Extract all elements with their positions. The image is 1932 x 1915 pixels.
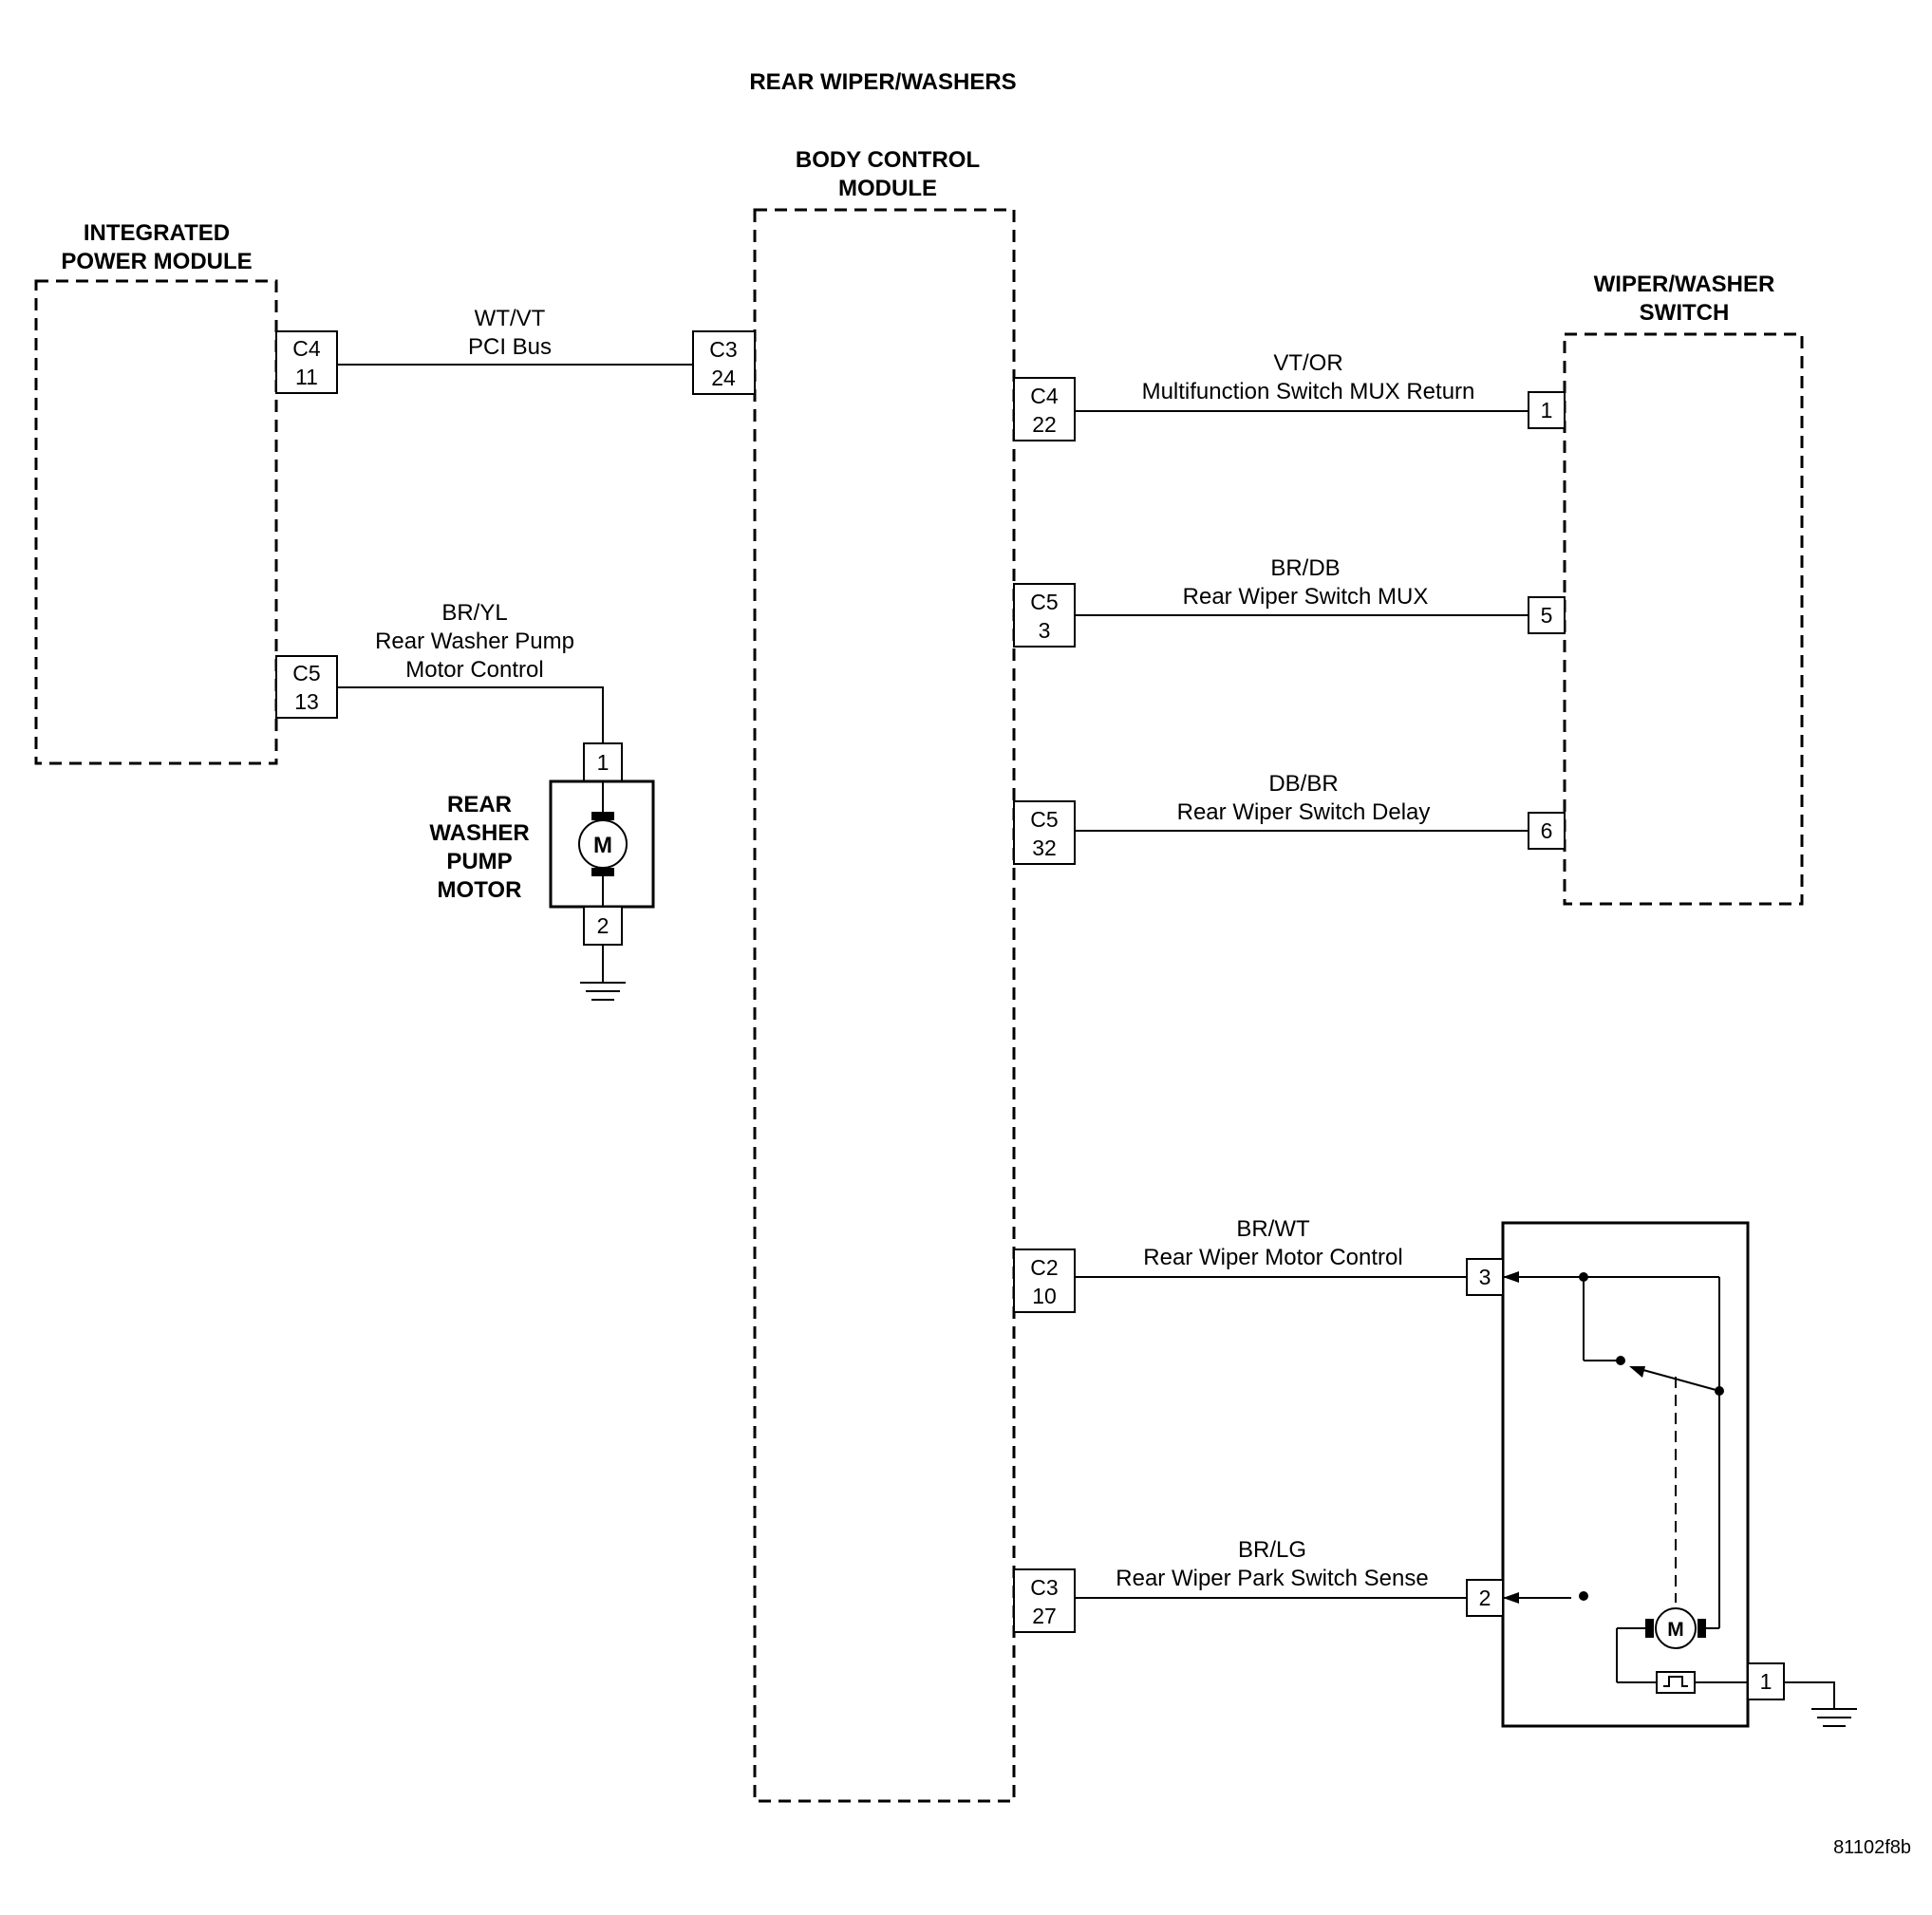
switch-pin-6 — [1528, 812, 1566, 850]
wire-color: BR/LG — [1238, 1537, 1306, 1563]
connector-pin: 24 — [711, 366, 736, 390]
ipm-title-line2: POWER MODULE — [61, 249, 252, 274]
connector-id: C5 — [1030, 590, 1058, 614]
switch-pin-1-label: 1 — [1541, 398, 1553, 422]
connector-id: C5 — [292, 661, 320, 685]
connector-id: C5 — [1030, 807, 1058, 832]
wiper-motor-brush-right — [1698, 1619, 1706, 1638]
motor-brush-top — [591, 812, 614, 820]
wire-rear-washer-pump-control: BR/YL Rear Washer Pump Motor Control — [337, 600, 604, 743]
switch-contact-dot — [1616, 1356, 1625, 1365]
wire-name-line2: Motor Control — [405, 657, 543, 683]
rear-wiper-motor-assembly: 3 2 1 M — [1466, 1221, 1857, 1728]
bcm-connector-c3-27: C3 27 — [1013, 1568, 1076, 1633]
wire-name-line1: Rear Washer Pump — [375, 629, 574, 654]
connector-id: C4 — [292, 336, 321, 361]
wire-name: Rear Wiper Switch MUX — [1183, 584, 1429, 610]
switch-boundary — [1563, 332, 1804, 906]
wire-color: VT/OR — [1273, 350, 1342, 376]
wire-name: Rear Wiper Motor Control — [1143, 1245, 1402, 1270]
connector-id: C4 — [1030, 384, 1059, 408]
bcm-connector-c4-22: C4 22 — [1013, 377, 1076, 441]
wire-color: WT/VT — [475, 306, 546, 331]
pump-title-line2: WASHER — [429, 820, 529, 846]
bcm-title-line1: BODY CONTROL — [796, 147, 980, 173]
connector-pin: 22 — [1032, 412, 1057, 437]
wiper-pin-3-label: 3 — [1479, 1265, 1491, 1289]
ground-icon — [580, 945, 626, 1001]
bcm-boundary — [753, 208, 1016, 1803]
wire-color: BR/YL — [441, 600, 507, 626]
arrow-icon — [1503, 1271, 1519, 1283]
wire-name: Multifunction Switch MUX Return — [1142, 379, 1475, 404]
pump-pin-2-label: 2 — [597, 913, 610, 938]
wire-name: Rear Wiper Park Switch Sense — [1116, 1566, 1428, 1591]
wiper-motor-symbol: M — [1667, 1619, 1684, 1641]
wire-mux-return: VT/OR Multifunction Switch MUX Return — [1075, 350, 1529, 412]
switch-pin-1 — [1528, 391, 1566, 429]
arrow-icon — [1629, 1366, 1645, 1378]
figure-id: 81102f8b — [1833, 1837, 1911, 1858]
body-control-module: BODY CONTROL MODULE — [753, 147, 1016, 1803]
bcm-connector-c3-24: C3 24 — [692, 330, 756, 395]
switch-pivot-dot — [1715, 1386, 1724, 1396]
connector-id: C2 — [1030, 1255, 1058, 1280]
integrated-power-module: INTEGRATED POWER MODULE — [34, 220, 278, 765]
arrow-icon — [1503, 1592, 1519, 1604]
switch-pin-6-label: 6 — [1541, 818, 1553, 843]
motor-symbol: M — [593, 833, 612, 858]
wiper-pin-1 — [1747, 1662, 1785, 1700]
connector-pin: 32 — [1032, 835, 1057, 860]
pump-pin-2 — [583, 906, 623, 946]
bcm-title-line2: MODULE — [838, 176, 937, 201]
switch-pin-5-label: 5 — [1541, 603, 1553, 628]
wiper-motor-brush-left — [1645, 1619, 1654, 1638]
wire-name: PCI Bus — [468, 334, 552, 360]
connector-pin: 10 — [1032, 1284, 1057, 1308]
pump-pin-1-label: 1 — [597, 750, 610, 775]
bcm-connector-c5-3: C5 3 — [1013, 583, 1076, 648]
park-contact-dot — [1579, 1591, 1588, 1601]
connector-id: C3 — [1030, 1575, 1058, 1600]
circuit-breaker-icon — [1656, 1671, 1696, 1694]
bcm-connector-c2-10: C2 10 — [1013, 1249, 1076, 1313]
ground-icon — [1784, 1681, 1857, 1727]
diagram-title: REAR WIPER/WASHERS — [749, 69, 1016, 95]
wire-rear-wiper-motor-control: BR/WT Rear Wiper Motor Control — [1075, 1216, 1467, 1278]
connector-pin: 11 — [295, 365, 318, 389]
motor-icon — [578, 819, 628, 869]
wire-pci-bus: WT/VT PCI Bus — [337, 306, 693, 366]
wire-name: Rear Wiper Switch Delay — [1177, 799, 1431, 825]
ipm-boundary — [34, 279, 278, 765]
wiper-motor-body — [1501, 1221, 1750, 1728]
switch-pin-5 — [1528, 596, 1566, 634]
wiper-pin-1-label: 1 — [1760, 1669, 1773, 1694]
wire-rear-wiper-switch-delay: DB/BR Rear Wiper Switch Delay — [1075, 771, 1529, 832]
wire-rear-wiper-park-switch-sense: BR/LG Rear Wiper Park Switch Sense — [1075, 1537, 1467, 1599]
pump-title-line3: PUMP — [446, 849, 512, 874]
ipm-connector-c4-11: C4 11 — [275, 330, 338, 394]
wiper-motor-icon — [1655, 1607, 1697, 1649]
wiper-pin-2-label: 2 — [1479, 1586, 1491, 1610]
connector-pin: 13 — [294, 689, 319, 714]
connector-pin: 3 — [1039, 618, 1051, 643]
rear-washer-pump-motor: REAR WASHER PUMP MOTOR 1 M 2 — [429, 742, 655, 1001]
switch-title-line2: SWITCH — [1640, 300, 1730, 326]
wiper-pin-2 — [1466, 1579, 1504, 1617]
pump-title-line4: MOTOR — [438, 877, 522, 903]
connector-id: C3 — [709, 337, 737, 362]
ipm-title-line1: INTEGRATED — [84, 220, 230, 246]
motor-brush-bottom — [591, 868, 614, 876]
bcm-connector-c5-32: C5 32 — [1013, 800, 1076, 865]
ipm-connector-c5-13: C5 13 — [275, 655, 338, 719]
switch-title-line1: WIPER/WASHER — [1594, 272, 1775, 297]
wire-color: DB/BR — [1268, 771, 1338, 797]
wire-color: BR/WT — [1236, 1216, 1310, 1242]
connector-pin: 27 — [1032, 1604, 1057, 1628]
wiper-washer-switch: WIPER/WASHER SWITCH 1 5 6 — [1528, 272, 1804, 906]
wire-color: BR/DB — [1270, 555, 1340, 581]
pump-title-line1: REAR — [447, 792, 512, 817]
wire-rear-wiper-switch-mux: BR/DB Rear Wiper Switch MUX — [1075, 555, 1529, 616]
